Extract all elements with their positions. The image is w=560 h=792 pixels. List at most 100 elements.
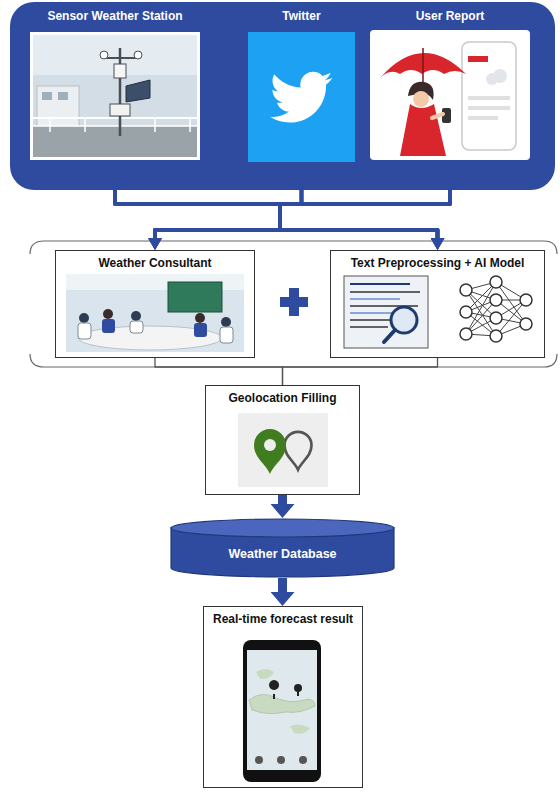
text-ai-illustration (460, 284, 472, 296)
user-report-illustration (468, 106, 510, 110)
node-label: Text Preprocessing + AI Model (331, 251, 544, 272)
text-ai-illustration (490, 294, 502, 306)
node-label: Real-time forecast result (204, 607, 362, 628)
text-ai-illustration (350, 291, 420, 293)
connector (280, 162, 450, 238)
phone-map-screen (294, 684, 302, 692)
connector (283, 358, 438, 385)
weather-station-photo (154, 118, 156, 132)
connector (278, 495, 287, 504)
weather-station-photo (119, 48, 122, 136)
user-report-illustration (370, 30, 530, 160)
user-report-illustration (486, 73, 498, 85)
weather-station-photo (42, 92, 52, 100)
meeting-room-photo (78, 323, 91, 339)
text-ai-illustration (490, 312, 502, 324)
twitter-logo (270, 72, 332, 123)
source-band (10, 2, 555, 190)
text-ai-illustration (350, 312, 395, 314)
location-pin-icon (264, 439, 276, 451)
bracket (30, 354, 557, 367)
text-ai-illustration (460, 328, 472, 340)
text-ai-illustration (520, 294, 532, 306)
meeting-room-photo (66, 274, 244, 352)
user-report-illustration (413, 91, 429, 107)
weather-station-photo (33, 125, 197, 127)
user-report-illustration (400, 104, 446, 156)
source-panel: Twitter (246, 6, 357, 164)
user-report-illustration (462, 42, 516, 150)
output-box: Real-time forecast result (203, 606, 363, 788)
text-ai-illustration (466, 282, 526, 336)
text-ai-illustration (520, 318, 532, 330)
twitter-logo (248, 32, 355, 162)
phone-map-screen (290, 724, 310, 733)
node-label: Geolocation Filling (206, 386, 359, 407)
text-ai-illustration (460, 276, 532, 342)
bracket (30, 241, 557, 367)
phone-map-screen (249, 694, 315, 713)
text-ai-illustration (350, 283, 410, 285)
source-panel: Sensor Weather Station (28, 6, 202, 162)
text-ai-illustration (490, 276, 502, 288)
weather-station-photo (58, 92, 68, 100)
weather-station-photo (33, 117, 197, 119)
text-ai-illustration (350, 298, 400, 300)
user-report-illustration (468, 116, 498, 120)
weather-station-photo (114, 64, 126, 78)
meeting-room-photo (168, 282, 222, 312)
connector (278, 578, 287, 592)
weather-station-photo (110, 104, 130, 116)
phone-map-screen (297, 691, 299, 696)
connector (115, 162, 280, 238)
location-pin-icon (254, 429, 286, 474)
text-ai-illustration (384, 330, 395, 342)
twitter-logo (248, 32, 355, 162)
phone-map-screen (273, 694, 275, 699)
plus-sign (289, 288, 299, 316)
location-pin-icon (238, 413, 328, 487)
weather-station-photo (33, 35, 197, 157)
text-ai-illustration (344, 276, 428, 348)
weather-station-photo (49, 118, 51, 132)
phone-map-screen (243, 640, 321, 782)
phone-map-screen (256, 669, 274, 679)
weather-station-photo (104, 57, 138, 59)
weather-station-photo (134, 51, 142, 59)
meeting-room-photo (130, 321, 143, 333)
node-label: User Report (368, 6, 532, 25)
location-pin-icon (285, 432, 312, 470)
connector (155, 162, 450, 238)
phone-map-screen (299, 756, 307, 764)
user-report-illustration (432, 114, 443, 118)
user-report-illustration (468, 96, 510, 100)
phone-map-screen (277, 756, 285, 764)
weather-station-photo (37, 86, 79, 128)
process-box: Text Preprocessing + AI Model (330, 250, 545, 358)
connector (115, 162, 438, 238)
cylinder-top (171, 519, 394, 537)
process-box: Weather Consultant (55, 250, 255, 358)
user-report-illustration (370, 30, 530, 160)
database-cylinder: Weather Database (170, 518, 395, 578)
weather-station-photo (30, 32, 200, 160)
weather-station-photo (126, 80, 150, 102)
weather-station-photo (30, 32, 200, 160)
connector (155, 358, 283, 385)
node-label: Weather Database (224, 547, 340, 562)
text-ai-illustration (350, 326, 388, 328)
meeting-room-photo (103, 309, 113, 319)
phone-map-screen (247, 650, 317, 770)
node-label: Weather Consultant (56, 251, 254, 272)
meeting-room-photo (66, 274, 244, 352)
text-ai-illustration (460, 306, 472, 318)
source-band (10, 2, 555, 190)
meeting-room-photo (102, 319, 115, 333)
text-ai-illustration (344, 276, 532, 348)
plus-sign (280, 288, 308, 316)
text-ai-illustration (490, 330, 502, 342)
meeting-room-photo (194, 323, 207, 337)
phone-map-screen (243, 640, 321, 782)
meeting-room-photo (195, 313, 205, 323)
